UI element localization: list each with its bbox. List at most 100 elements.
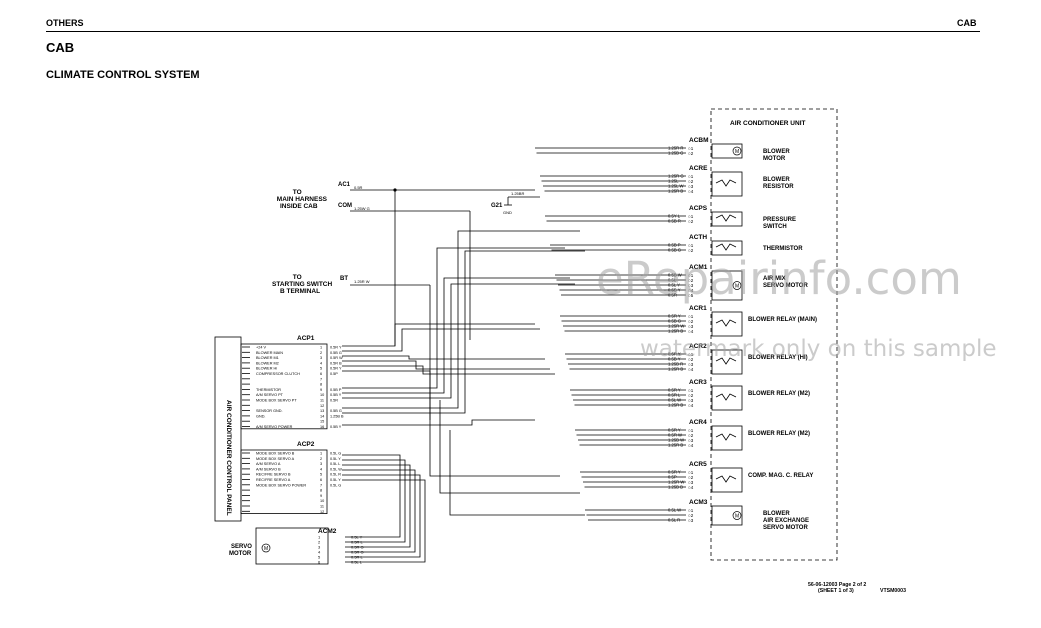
- component-label-acm1: SERVO MOTOR: [763, 283, 808, 289]
- component-box-acr5: [711, 467, 743, 493]
- servo-label: SERVO: [231, 544, 252, 550]
- acr5-wire: [439, 400, 580, 494]
- servo-label: MOTOR: [229, 551, 252, 557]
- panel-signal-label: A/M SERVO PT: [256, 393, 284, 397]
- panel-to-component-wire: [342, 328, 540, 352]
- pin-label: ○2: [688, 513, 694, 518]
- pin-label: ○2: [688, 319, 694, 324]
- panel-to-component-wire: [342, 323, 535, 347]
- component-label-acps: SWITCH: [763, 224, 787, 230]
- panel-to-component-wire: [342, 277, 570, 394]
- bt-connector: BT: [340, 276, 348, 282]
- panel-pin-label: 11: [320, 505, 324, 509]
- servo-pin-label: 1: [318, 535, 321, 540]
- panel-to-component-wire: [342, 247, 565, 389]
- starting-switch-label: B TERMINAL: [280, 288, 320, 295]
- component-box-acr3: [711, 385, 743, 411]
- panel-wire-label: 0.5R: [330, 399, 338, 403]
- component-symbol: [715, 179, 737, 187]
- panel-signal-label: A/M SERVO B: [256, 467, 281, 471]
- pin-label: ○1: [688, 314, 694, 319]
- panel-pin-label: 16: [320, 425, 324, 429]
- panel-pin-label: 8: [320, 489, 322, 493]
- page-title: CAB: [46, 40, 75, 55]
- pin-label: ○1: [688, 388, 694, 393]
- pin-label: ○1: [688, 470, 694, 475]
- panel-pin-label: 10: [320, 393, 324, 397]
- panel-pin-label: 1: [320, 452, 322, 456]
- page-header: CAB: [957, 18, 977, 28]
- panel-wire-label: 0.5R B: [330, 361, 342, 365]
- panel-to-component-wire: [342, 250, 585, 414]
- panel-to-component-wire: [342, 283, 575, 399]
- pin-label: ○1: [688, 214, 694, 219]
- panel-pin-label: 13: [320, 409, 324, 413]
- component-box-acr2: [711, 349, 743, 375]
- servo-pin-label: 3: [318, 545, 321, 550]
- servo-pin-label: 4: [318, 550, 321, 555]
- pin-label: ○1: [688, 174, 694, 179]
- pin-label: ○2: [688, 248, 694, 253]
- panel-signal-label: BLOWER Hi: [256, 367, 277, 371]
- panel-pin-label: 9: [320, 388, 322, 392]
- connector-acr5: ACR5: [689, 461, 707, 468]
- panel-pin-label: 7: [320, 483, 322, 487]
- pin-label: ○2: [688, 179, 694, 184]
- panel-wire-label: 0.5R W: [330, 356, 343, 360]
- connector-acp1-box: [240, 343, 328, 430]
- connector-acre: ACRE: [689, 165, 708, 172]
- panel-signal-label: BLOWER M2: [256, 361, 279, 365]
- section-header: OTHERS: [46, 18, 84, 28]
- pin-label: ○1: [688, 352, 694, 357]
- starting-switch-label: STARTING SWITCH: [272, 281, 332, 288]
- component-label-acr2: BLOWER RELAY (HI): [748, 355, 808, 361]
- connector-acr3: ACR3: [689, 379, 707, 386]
- pin-label: ○5: [688, 293, 694, 298]
- control-panel-label: AIR CONDITIONER CONTROL PANEL: [225, 400, 232, 516]
- servo-motor-symbol: [261, 543, 271, 553]
- panel-pin-label: 15: [320, 420, 324, 424]
- panel-signal-label: A/M SERVO A: [256, 462, 281, 466]
- component-label-acm3: BLOWER: [763, 511, 790, 517]
- component-label-acr4: BLOWER RELAY (M2): [748, 431, 810, 437]
- component-box-acth: [711, 240, 743, 256]
- pin-label: ○4: [688, 189, 694, 194]
- panel-signal-label: REC/FRE SERVO B: [256, 473, 291, 477]
- component-symbol: [715, 319, 737, 327]
- component-label-acre: BLOWER: [763, 177, 790, 183]
- pin-label: ○3: [688, 518, 694, 523]
- connector-acp1: ACP1: [297, 335, 315, 342]
- pin-label: ○2: [688, 475, 694, 480]
- main-harness-label: MAIN HARNESS: [277, 196, 328, 203]
- panel-wire-label: 0.5R Y: [330, 346, 342, 350]
- panel-pin-label: 2: [320, 351, 322, 355]
- motor-symbol: [732, 146, 742, 156]
- panel-pin-label: 7: [320, 377, 322, 381]
- starting-switch-label: TO: [293, 274, 302, 281]
- panel-signal-label: MODE BOX SERVO B: [256, 452, 295, 456]
- panel-wire-label: 0.5B P: [330, 388, 342, 392]
- pin-label: ○1: [688, 508, 694, 513]
- motor-glyph: M: [735, 149, 739, 155]
- panel-pin-label: 8: [320, 383, 322, 387]
- component-symbol: [715, 243, 737, 251]
- component-label-acm3: SERVO MOTOR: [763, 525, 808, 531]
- connector-acr1: ACR1: [689, 305, 707, 312]
- servo-wire: [342, 469, 416, 553]
- panel-wire-label: 0.5L L: [330, 462, 340, 466]
- panel-wire-label: 0.5B Y: [330, 393, 342, 397]
- pin-label: ○2: [688, 433, 694, 438]
- pin-label: ○1: [688, 146, 694, 151]
- air-conditioner-unit-box: [710, 108, 838, 561]
- panel-wire-label: 0.5L R: [330, 473, 341, 477]
- panel-to-component-wire: [342, 230, 580, 409]
- gnd-label: GND: [503, 210, 512, 215]
- panel-pin-label: 12: [320, 404, 324, 408]
- panel-pin-label: 12: [320, 510, 324, 514]
- panel-signal-label: REC/FRE SERVO A: [256, 478, 291, 482]
- pin-label: ○1: [688, 428, 694, 433]
- panel-wire-label: 0.5B G: [330, 351, 342, 355]
- panel-pin-label: 6: [320, 372, 322, 376]
- motor-glyph: M: [735, 514, 739, 520]
- motor-symbol: [732, 281, 742, 290]
